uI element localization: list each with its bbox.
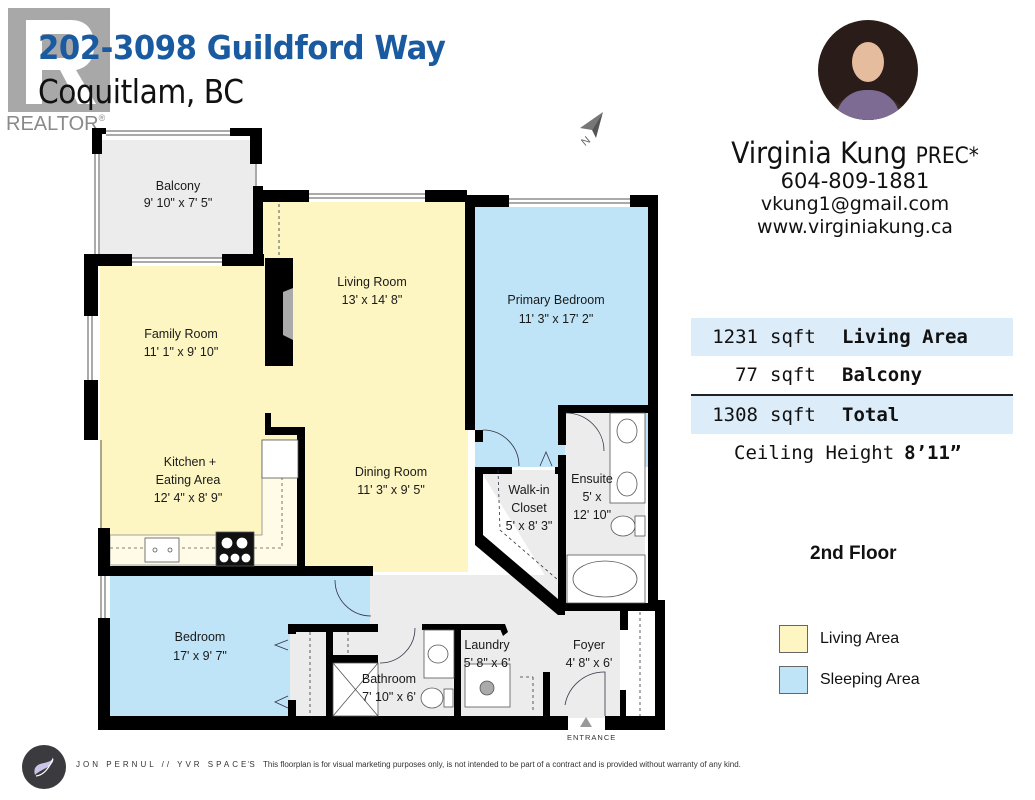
svg-text:5' 8" x 6': 5' 8" x 6' [464,656,511,670]
stat-row-living-area: 1231 sqft Living Area [691,318,1013,356]
realtor-wordmark: REALTOR® [6,113,106,135]
svg-text:5' x: 5' x [582,490,602,504]
address-title: 202-3098 Guildford Way [38,28,446,67]
legend-swatch-living [779,625,808,653]
svg-text:9' 10" x 7' 5": 9' 10" x 7' 5" [144,196,213,210]
svg-text:13' x 14' 8": 13' x 14' 8" [342,293,403,307]
svg-text:Family Room: Family Room [144,327,218,341]
svg-text:Balcony: Balcony [156,179,201,193]
svg-text:Primary Bedroom: Primary Bedroom [507,293,604,307]
svg-text:Dining Room: Dining Room [355,465,427,479]
agent-email[interactable]: vkung1@gmail.com [760,193,950,215]
legend-sleeping-area: Sleeping Area [779,666,920,694]
svg-text:7' 10" x 6': 7' 10" x 6' [362,690,416,704]
stat-row-total: 1308 sqft Total [691,396,1013,434]
svg-text:12' 4" x 8' 9": 12' 4" x 8' 9" [154,491,223,505]
svg-text:Foyer: Foyer [573,638,605,652]
svg-text:12' 10": 12' 10" [573,508,611,522]
svg-text:N: N [579,134,593,148]
agent-card: Virginia Kung PREC* 604-809-1881 vkung1@… [700,136,1010,239]
entrance-arrow-icon [580,717,592,727]
svg-text:5' x 8' 3": 5' x 8' 3" [506,519,553,533]
svg-text:11' 3" x 9' 5": 11' 3" x 9' 5" [357,483,425,497]
yvr-spaces-logo-icon [22,745,66,789]
agent-name: Virginia Kung PREC* [731,136,979,170]
svg-text:Ensuite: Ensuite [571,472,613,486]
agent-website[interactable]: www.virginiakung.ca [757,216,953,238]
legend-living-area: Living Area [779,625,899,653]
agent-avatar [818,20,918,120]
svg-text:Closet: Closet [511,501,547,515]
ceiling-height: Ceiling Height 8’11” [734,442,962,464]
svg-text:Laundry: Laundry [464,638,510,652]
svg-text:Eating Area: Eating Area [156,473,221,487]
entrance-label: ENTRANCE [567,733,617,742]
address-city: Coquitlam, BC [38,72,244,111]
room-labels: Balcony 9' 10" x 7' 5" Living Room 13' x… [144,179,613,704]
floor-label: 2nd Floor [810,543,897,564]
svg-text:17' x 9' 7": 17' x 9' 7" [173,649,227,663]
svg-text:Walk-in: Walk-in [508,483,549,497]
stat-row-balcony: 77 sqft Balcony [735,364,923,386]
walls [84,128,665,730]
svg-text:11' 3" x 17' 2": 11' 3" x 17' 2" [519,312,594,326]
realtor-logo-icon [8,8,110,112]
svg-text:Kitchen +: Kitchen + [164,455,216,469]
footer-brand: JON PERNUL // YVR SPACES [76,760,258,769]
svg-text:Bathroom: Bathroom [362,672,416,686]
footer-disclaimer: This floorplan is for visual marketing p… [263,760,741,769]
room-balcony [100,140,255,258]
agent-designation: PREC* [915,144,979,169]
area-stats-table: 1231 sqft Living Area 77 sqft Balcony 13… [691,318,1013,472]
agent-phone[interactable]: 604-809-1881 [780,169,930,193]
compass-north-icon: N [579,112,603,149]
legend-swatch-sleeping [779,666,808,694]
footer-separator: · [247,758,250,768]
svg-text:11' 1" x 9' 10": 11' 1" x 9' 10" [144,345,219,359]
stats-divider [691,394,1013,396]
svg-text:4' 8" x 6': 4' 8" x 6' [566,656,613,670]
room-walk-in-closet [480,470,560,600]
svg-text:Bedroom: Bedroom [175,630,226,644]
svg-text:Living Room: Living Room [337,275,406,289]
